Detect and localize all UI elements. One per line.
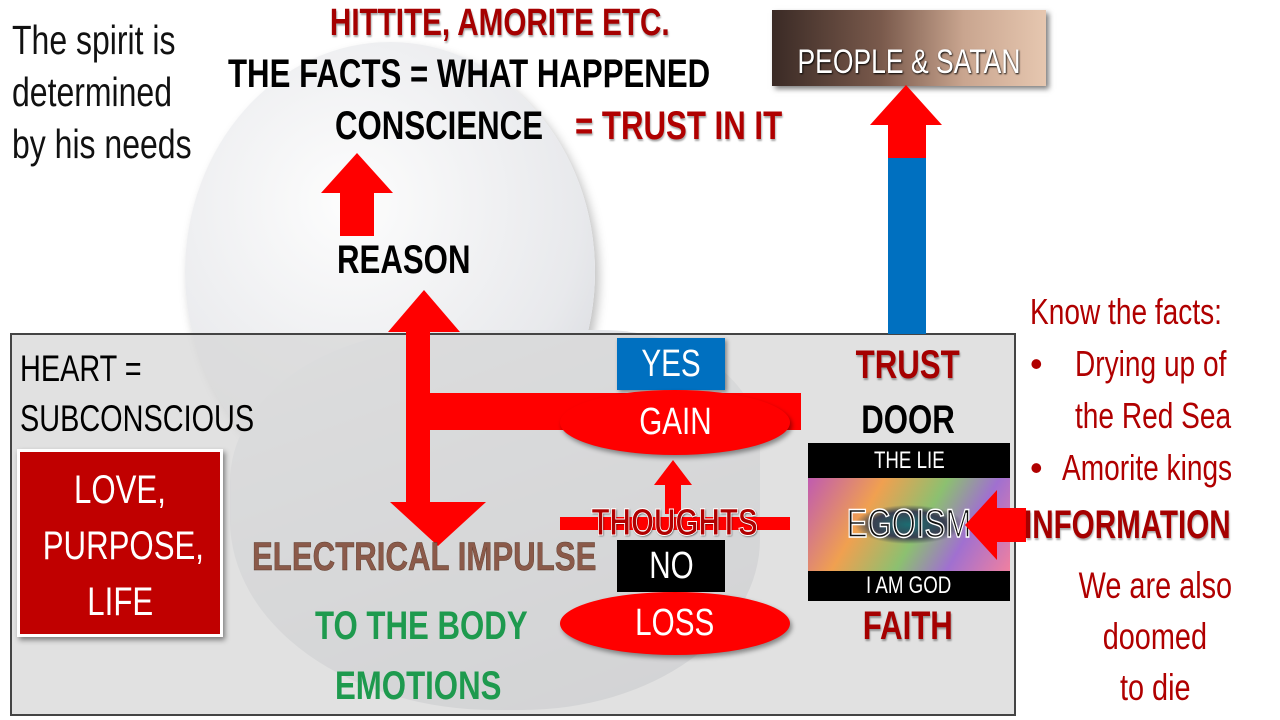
list-item: •Amorite kings [1030, 447, 1233, 488]
love-purpose-life-box: LOVE, PURPOSE, LIFE [17, 449, 223, 637]
reason-label: REASON [337, 238, 471, 282]
arrow-down-icon [390, 502, 486, 546]
facts-title: Know the facts: [1030, 291, 1222, 332]
thoughts-label: THOUGHTS [591, 502, 759, 545]
arrow-up-icon [654, 460, 692, 485]
list-item: •Drying up of the Red Sea [1030, 343, 1231, 436]
intro-line: The spirit is [12, 17, 176, 63]
to-the-body-label: TO THE BODY [315, 604, 528, 648]
arrow-left-icon [965, 490, 997, 560]
electrical-impulse-label: ELECTRICAL IMPULSE [252, 535, 597, 580]
intro-line: by his needs [12, 121, 192, 167]
no-box: NO [617, 540, 725, 592]
arrow-shaft [996, 508, 1026, 542]
loss-ellipse: LOSS [560, 592, 790, 655]
arrow-up-icon [388, 290, 460, 332]
facts-list: Know the facts: •Drying up of the Red Se… [1030, 286, 1280, 494]
hittite-heading: HITTITE, AMORITE ETC. [330, 2, 670, 44]
arrow-up-icon [870, 85, 942, 125]
thoughts-bar [560, 517, 790, 530]
trust-label: TRUST [855, 343, 960, 387]
information-label: INFORMATION [1024, 503, 1231, 547]
arrow-shaft [665, 484, 681, 514]
trust-in-it-label: = TRUST IN IT [575, 104, 783, 148]
doomed-text: We are also doomed to die [1078, 565, 1232, 708]
heart-label: HEART = SUBCONSCIOUS [20, 348, 255, 439]
people-satan-image: PEOPLE & SATAN [772, 10, 1046, 86]
egoism-label: EGOISM [846, 501, 972, 547]
arrow-shaft [888, 124, 926, 158]
yes-box: YES [617, 338, 725, 390]
i-am-god-label: I AM GOD [866, 572, 952, 599]
intro-text: The spirit is determined by his needs [12, 14, 242, 170]
gain-ellipse: GAIN [560, 390, 790, 455]
trust-blue-bar [888, 158, 926, 334]
faith-label: FAITH [862, 604, 954, 648]
conscience-label: CONSCIENCE [335, 104, 544, 148]
the-lie-label: THE LIE [873, 447, 945, 474]
people-satan-label: PEOPLE & SATAN [797, 43, 1021, 81]
intro-line: determined [12, 69, 172, 115]
arrow-shaft [340, 192, 374, 236]
facts-heading: THE FACTS = WHAT HAPPENED [228, 52, 711, 96]
door-label: DOOR [861, 398, 955, 442]
arrow-up-icon [321, 153, 393, 193]
emotions-label: EMOTIONS [335, 664, 502, 708]
